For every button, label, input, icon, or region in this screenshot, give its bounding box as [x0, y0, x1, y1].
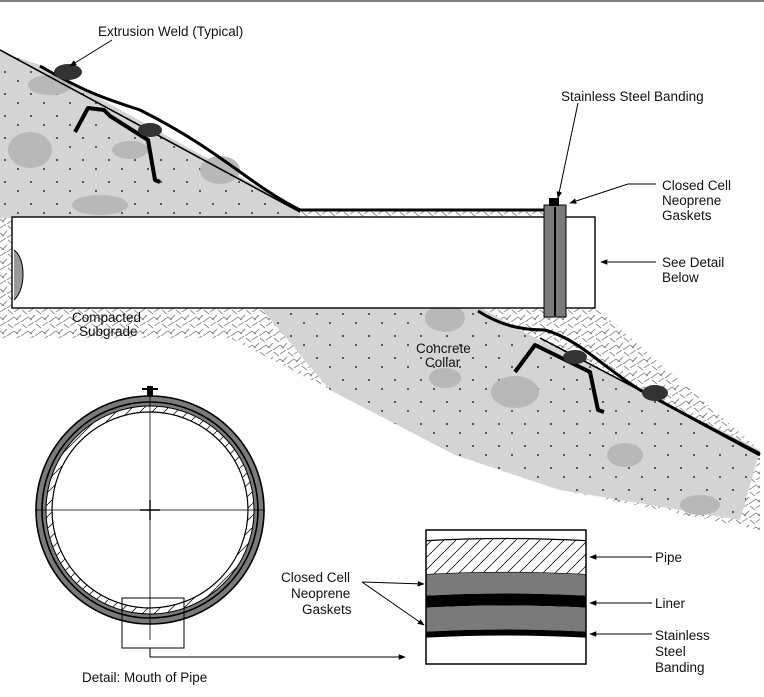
label-closed-cell-top-2: Neoprene	[662, 193, 721, 208]
label-closed-cell-bottom-2: Neoprene	[291, 586, 350, 601]
leader-gasket-bottom-1	[361, 580, 425, 587]
label-compacted-2: Subgrade	[79, 324, 138, 339]
leader-banding-top	[556, 102, 579, 199]
label-compacted-1: Compacted	[72, 310, 141, 325]
anchor-upper-1	[73, 106, 161, 184]
detail-callout-box	[121, 597, 185, 649]
weld-3	[563, 350, 587, 364]
pipe-cross-section	[35, 386, 265, 640]
label-detail-caption: Detail: Mouth of Pipe	[82, 670, 207, 685]
label-closed-cell-top-1: Closed Cell	[662, 178, 731, 193]
label-steel-bottom-3: Banding	[655, 660, 705, 675]
pipe-end	[13, 249, 24, 301]
label-concrete-2: Collar	[425, 355, 461, 370]
detail-zoom	[425, 529, 587, 665]
label-closed-cell-bottom-3: Gaskets	[302, 602, 352, 617]
leader-gaskets-top	[569, 183, 656, 204]
label-closed-cell-top-3: Gaskets	[662, 208, 712, 223]
weld-2	[138, 123, 162, 137]
leader-detail-callout	[149, 648, 406, 660]
weld-1	[54, 64, 82, 80]
weld-4	[642, 385, 668, 401]
label-pipe: Pipe	[655, 550, 682, 565]
label-concrete-1: Concrete	[416, 341, 471, 356]
label-steel-bottom-2: Steel	[655, 644, 686, 659]
anchor-lower-1	[513, 343, 605, 414]
label-stainless-banding-top: Stainless Steel Banding	[561, 89, 704, 104]
label-closed-cell-bottom-1: Closed Cell	[281, 570, 350, 585]
label-see-detail-2: Below	[662, 270, 699, 285]
liner-upper	[39, 64, 548, 212]
label-see-detail-1: See Detail	[662, 255, 724, 270]
concrete-collar-lower	[260, 307, 760, 520]
pipe	[11, 216, 596, 309]
label-liner: Liner	[655, 596, 686, 611]
band-clamp	[549, 198, 559, 206]
liner-lower	[477, 309, 761, 457]
leader-gasket-bottom-2	[361, 581, 425, 626]
label-steel-bottom-1: Stainless	[655, 628, 710, 643]
label-extrusion-weld: Extrusion Weld (Typical)	[98, 24, 243, 39]
leader-extrusion-weld	[69, 39, 113, 67]
